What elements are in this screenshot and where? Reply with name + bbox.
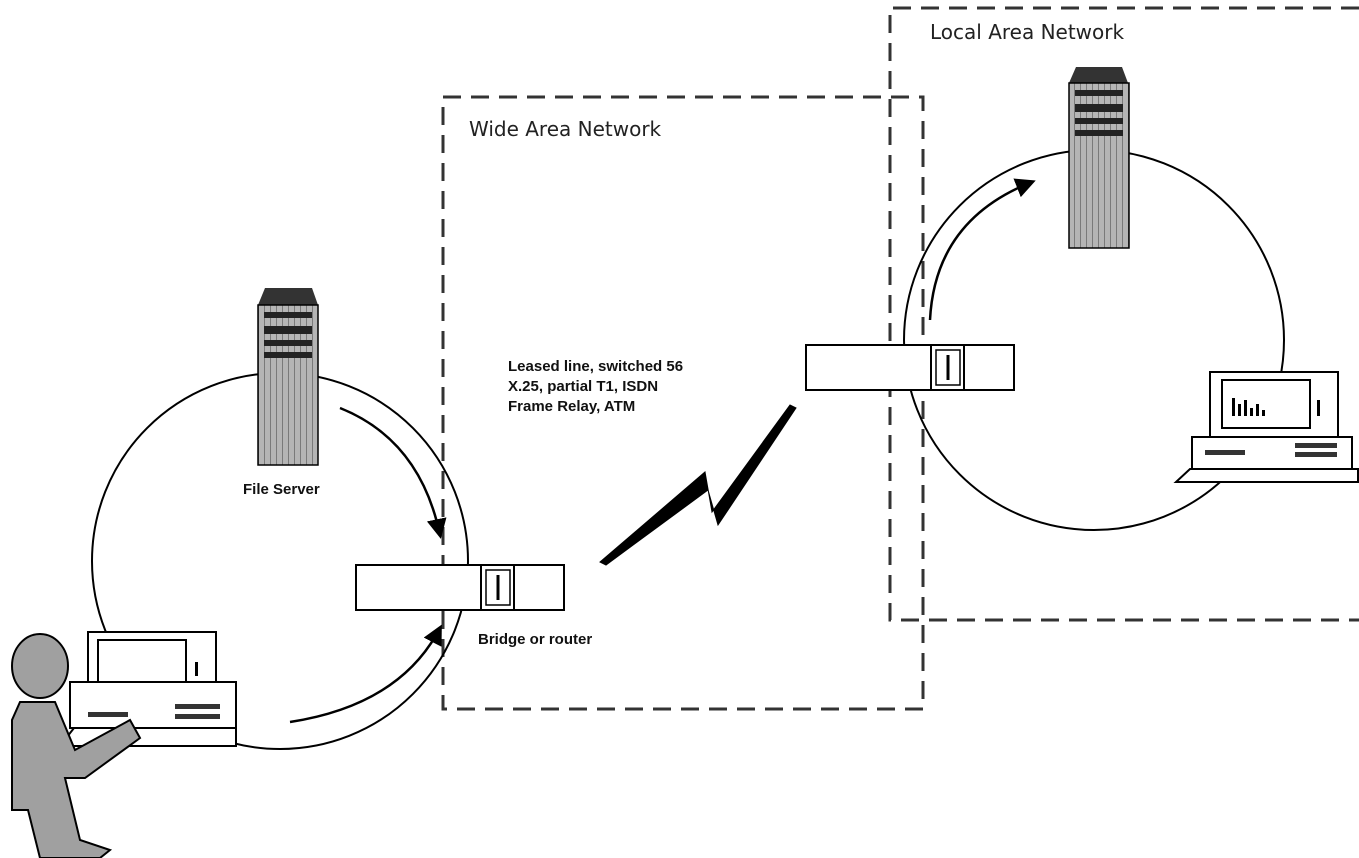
file-server-label: File Server <box>243 481 320 498</box>
user-workstation-icon <box>57 631 237 747</box>
left-bridge-router <box>355 564 565 611</box>
right-bridge-router <box>805 344 1015 391</box>
user-person-icon <box>11 633 142 858</box>
arrow-workstation-to-bridge <box>289 624 442 724</box>
link-types-label: Leased line, switched 56 X.25, partial T… <box>508 357 683 417</box>
wan-region-title: Wide Area Network <box>469 117 662 141</box>
link-type-line: Leased line, switched 56 <box>508 358 684 375</box>
file-server-icon <box>257 288 319 466</box>
lan-workstation-icon <box>1173 371 1359 483</box>
arrow-router-to-lan-server <box>928 178 1036 321</box>
wan-link-lightning-icon <box>599 404 797 566</box>
link-type-line: X.25, partial T1, ISDN <box>508 378 659 395</box>
lan-server-icon <box>1068 67 1130 249</box>
lan-region-title: Local Area Network <box>930 20 1125 44</box>
link-type-line: Frame Relay, ATM <box>508 398 636 415</box>
bridge-router-label: Bridge or router <box>478 631 593 648</box>
arrow-server-to-bridge <box>339 406 447 539</box>
wan-region-border <box>441 95 925 711</box>
lan-region-border <box>888 6 1359 622</box>
